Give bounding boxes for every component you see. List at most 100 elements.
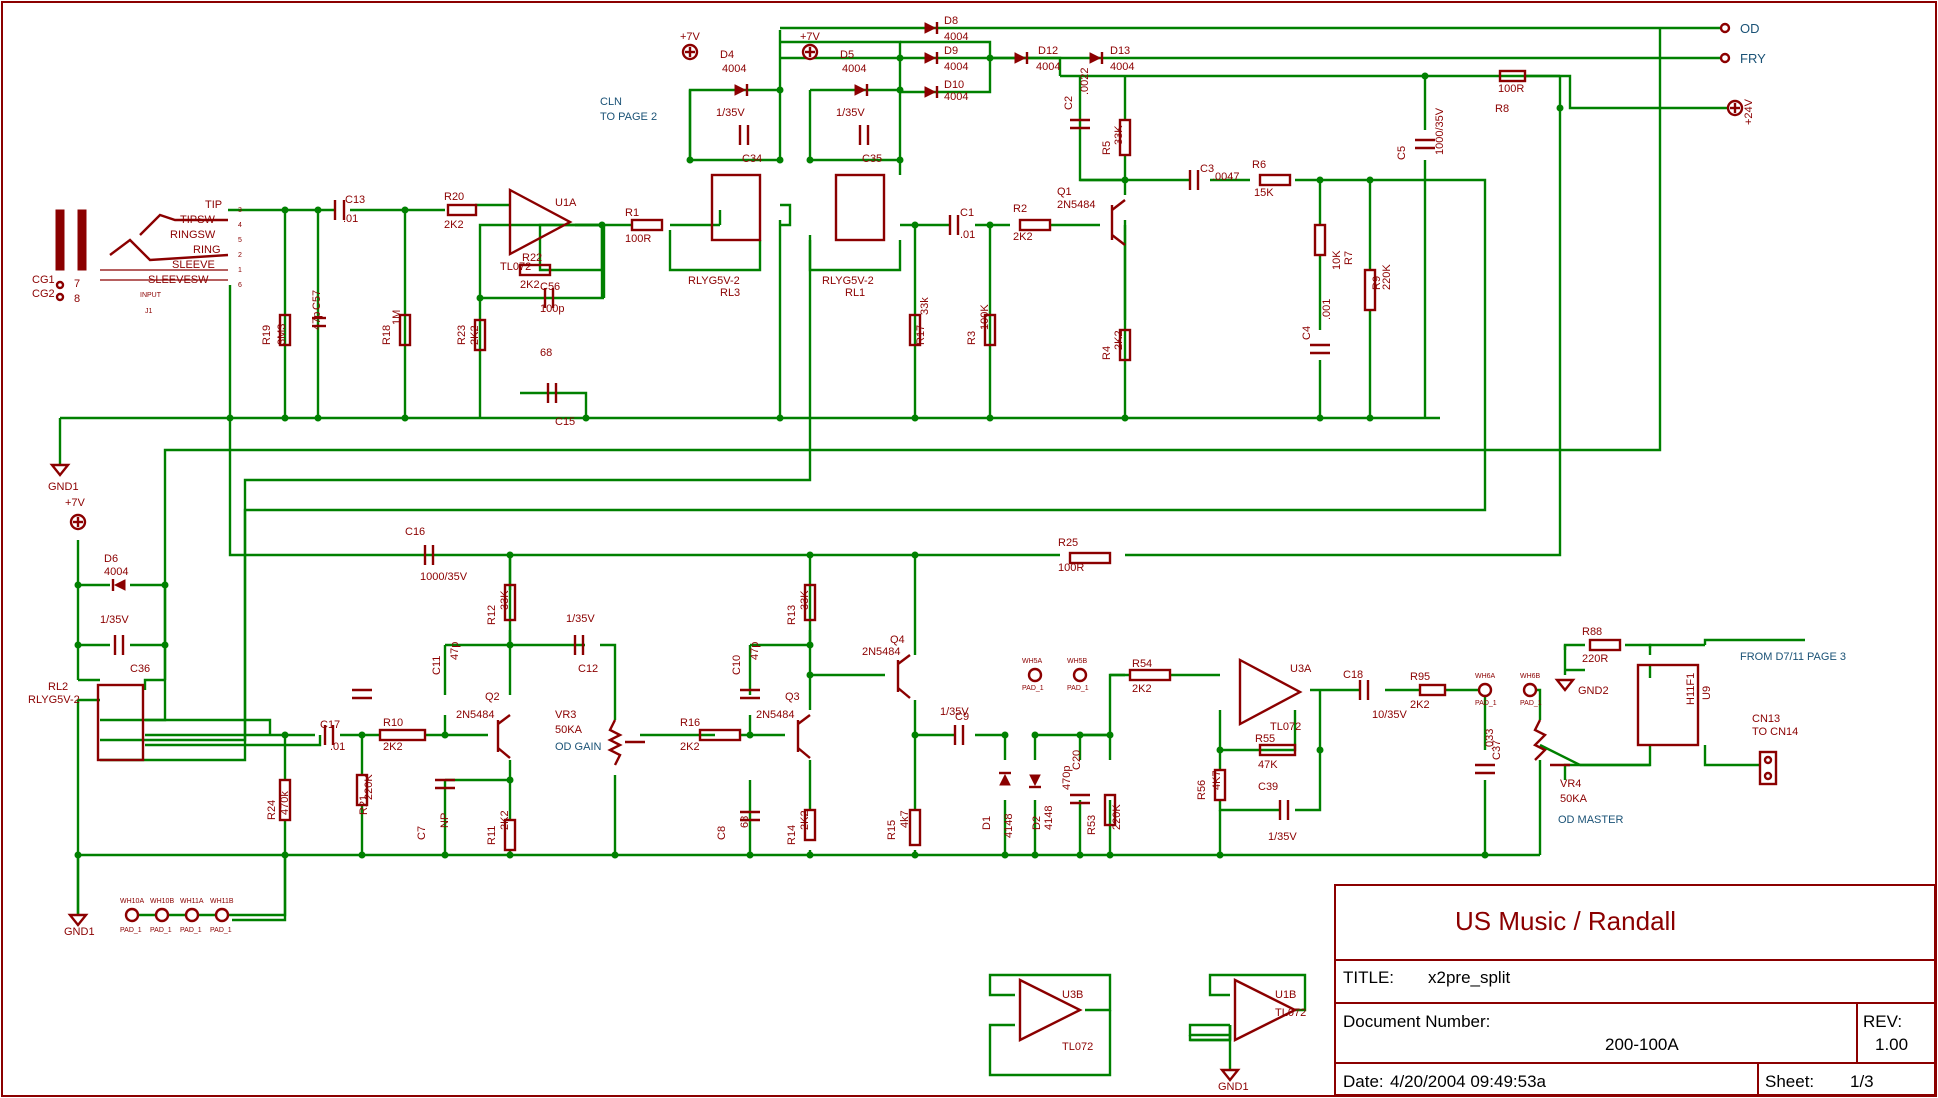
pad-wh10b: WH10B: [150, 898, 174, 905]
pad-labels: WH5A WH5B WH6A WH6B WH10A WH10B WH11A WH…: [120, 658, 1542, 934]
comp-c10-ref: C10: [731, 655, 743, 675]
comp-r24-ref: R24: [266, 800, 278, 820]
comp-rl3-ref: RL3: [720, 287, 740, 299]
pad-wh10a: WH10A: [120, 898, 144, 905]
comp-d5-ref: D5: [840, 49, 854, 61]
comp-r53-ref: R53: [1086, 815, 1098, 835]
comp-r5-ref: R5: [1101, 141, 1113, 155]
comp-u3a-value: TL072: [1270, 721, 1301, 733]
comp-r25-ref: R25: [1058, 537, 1078, 549]
comp-u9-value: H11F1: [1685, 673, 1697, 705]
title-label: TITLE:: [1343, 968, 1394, 987]
comp-c18-value: 10/35V: [1372, 709, 1408, 721]
transistors: [496, 199, 1126, 759]
jack-cg2: CG2: [32, 288, 55, 300]
jack-num-6: 6: [238, 282, 242, 289]
opamps: [508, 188, 1303, 1042]
comp-r3-ref: R3: [966, 331, 978, 345]
comp-r56-ref: R56: [1196, 780, 1208, 800]
net-plus24: +24V: [1743, 98, 1755, 125]
comp-u9-ref: U9: [1701, 686, 1713, 700]
comp-c16-ref: C16: [405, 526, 425, 538]
comp-c34-ref: C34: [742, 153, 762, 165]
pad-value-4: PAD_1: [1520, 700, 1542, 707]
comp-c39-value: 1/35V: [1268, 831, 1297, 843]
comp-r88-value: 220R: [1582, 653, 1608, 665]
jack-pin-ringsw: RINGSW: [170, 229, 216, 241]
comp-r88-ref: R88: [1582, 626, 1602, 638]
od-gain-label: OD GAIN: [555, 741, 602, 753]
comp-c3-value: .0047: [1212, 171, 1240, 183]
comp-q4-value: 2N5484: [862, 646, 901, 658]
comp-c37-ref: C37: [1491, 740, 1503, 760]
comp-r8-ref: R8: [1495, 103, 1509, 115]
comp-vr4-ref: VR4: [1560, 778, 1581, 790]
wire-pads: [124, 667, 1538, 923]
net-plus7-b: +7V: [800, 31, 821, 43]
comp-c7-value: NP: [439, 813, 451, 828]
comp-r1-value: 100R: [625, 233, 651, 245]
comp-rl2-ref: RL2: [48, 681, 68, 693]
comp-c16-value: 1000/35V: [420, 571, 468, 583]
comp-r10-value: 2K2: [383, 741, 403, 753]
net-cln-note: TO PAGE 2: [600, 111, 657, 123]
comp-c11-ref: C11: [431, 656, 443, 675]
comp-u1a-value: TL072: [500, 261, 531, 273]
comp-d6-ref: D6: [104, 553, 118, 565]
comp-r16-value: 2K2: [680, 741, 700, 753]
comp-r17-value: 33k: [919, 297, 931, 315]
comp-d1-value: 4148: [1003, 814, 1015, 838]
relays: [96, 173, 886, 762]
comp-d8-ref: D8: [944, 15, 958, 27]
comp-c1-ref: C1: [960, 207, 974, 219]
comp-r1-ref: R1: [625, 207, 639, 219]
comp-cn13-ref: CN13: [1752, 713, 1780, 725]
jack-pin-tip: TIP: [205, 199, 222, 211]
comp-c36-ref: C36: [130, 663, 150, 675]
comp-r7-ref: R7: [1343, 251, 1355, 265]
net-od: OD: [1740, 21, 1760, 36]
comp-cn13-value: TO CN14: [1752, 726, 1798, 738]
pad-wh11b: WH11B: [210, 898, 234, 905]
rev-label: REV:: [1863, 1012, 1902, 1031]
comp-c8-ref: C8: [716, 826, 728, 840]
comp-d13-value: 4004: [1110, 61, 1134, 73]
pad-value-7: PAD_1: [180, 927, 202, 934]
comp-c20-ref: C20: [1071, 750, 1083, 770]
comp-r2-value: 2K2: [1013, 231, 1033, 243]
comp-r4-ref: R4: [1101, 346, 1113, 360]
comp-c7-ref: C7: [416, 826, 428, 840]
input-jack-j1: [55, 209, 229, 302]
comp-r11-ref: R11: [486, 826, 498, 845]
jack-cg1: CG1: [32, 274, 55, 286]
comp-r3-value: 100K: [979, 304, 991, 330]
net-plus7-c: +7V: [65, 497, 86, 509]
comp-r54-ref: R54: [1132, 658, 1152, 670]
comp-c9-value: 1/35V: [940, 706, 969, 718]
comp-d9-ref: D9: [944, 45, 958, 57]
comp-r21-ref: R21: [358, 795, 370, 815]
pad-wh6a: WH6A: [1475, 673, 1496, 680]
junctions: [74, 54, 1564, 859]
comp-r9-ref: R9: [1371, 276, 1383, 290]
comp-r18-value: 1M: [391, 310, 403, 325]
comp-vr3-value: 50KA: [555, 724, 583, 736]
comp-r18-ref: R18: [381, 325, 393, 345]
comp-d2-value: 4148: [1043, 806, 1055, 830]
comp-r25-value: 100R: [1058, 562, 1084, 574]
comp-c56-value: 100p: [540, 303, 564, 315]
date-label: Date:: [1343, 1072, 1384, 1091]
title-value: x2pre_split: [1428, 968, 1510, 987]
title-block: US Music / Randall TITLE: x2pre_split Do…: [1334, 884, 1936, 1096]
comp-c39-ref: C39: [1258, 781, 1278, 793]
comp-rl3-value: RLYG5V-2: [688, 275, 740, 287]
comp-c15-ref: C15: [555, 416, 575, 428]
comp-r21-value: 220K: [363, 774, 375, 800]
jack-num-8: 8: [74, 293, 80, 305]
comp-c13-value: .01: [343, 213, 358, 225]
comp-r53-value: 220K: [1111, 804, 1123, 830]
comp-c56-ref: C56: [540, 281, 560, 293]
comp-c9-ref: C9: [955, 711, 969, 723]
